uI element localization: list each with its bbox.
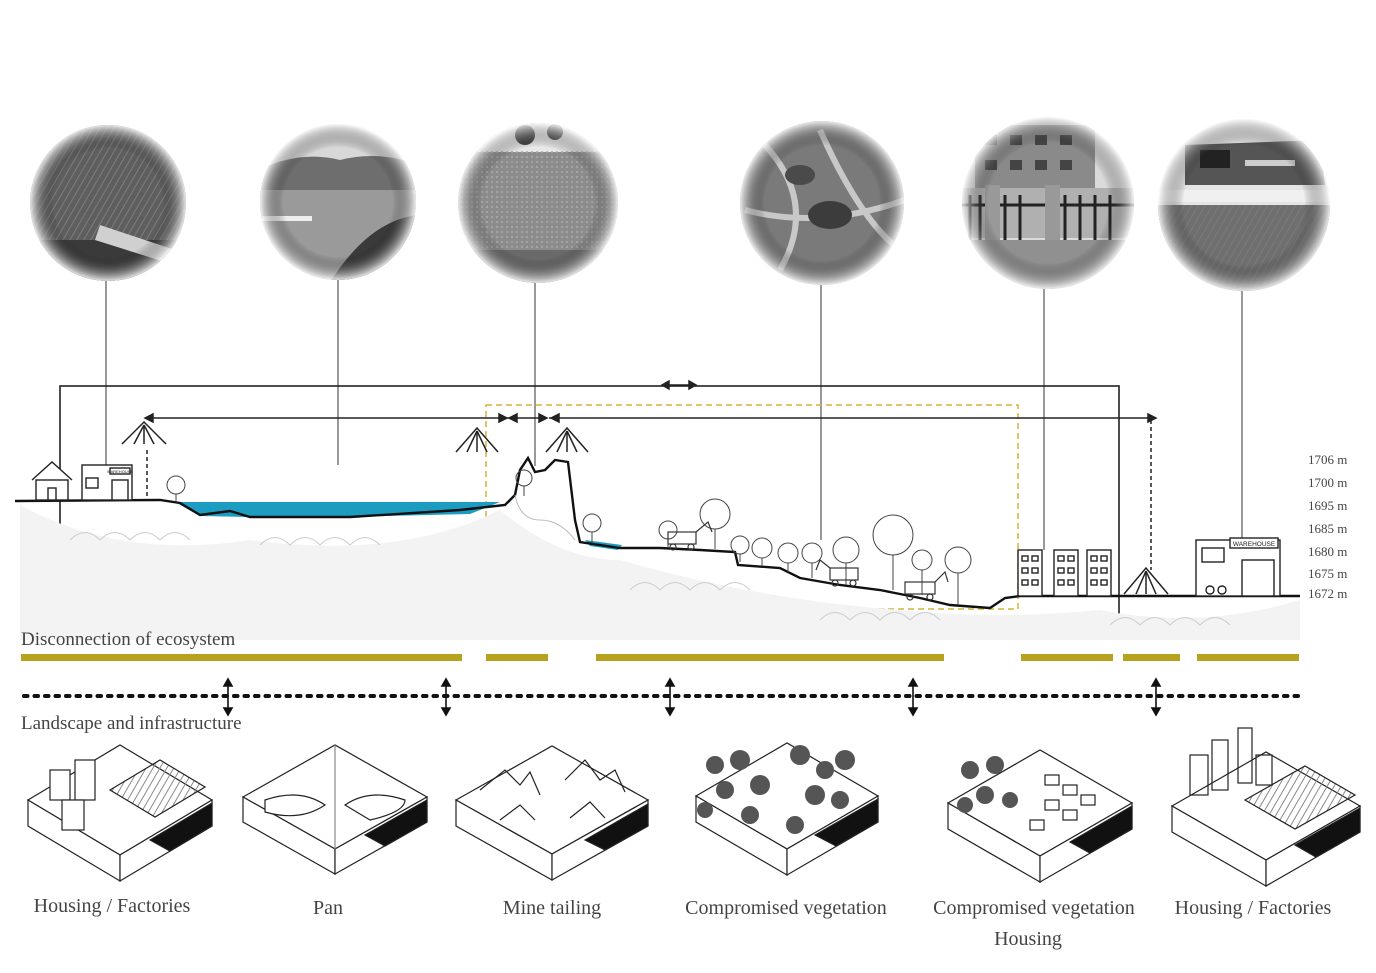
caption-housing: Housing (960, 928, 1096, 951)
photo-warehouse (1158, 119, 1330, 295)
apartment-block-icon (1018, 550, 1042, 596)
caption-housing-factories: Housing / Factories (20, 895, 204, 918)
tree-icon (752, 538, 772, 566)
warehouse-sign-left: WAREHOUSE (107, 469, 133, 474)
iso-block-compromised-vegetation (696, 743, 878, 875)
iso-block-mine-tailing (456, 746, 648, 880)
caption-mine-tailing: Mine tailing (480, 897, 624, 920)
iso-block-pan (243, 745, 427, 874)
section-title-landscape: Landscape and infrastructure (21, 713, 242, 735)
elevation-label: 1672 m (1308, 586, 1347, 602)
photo-aerial-mine (738, 120, 906, 288)
iso-block-vegetation-housing (948, 750, 1132, 882)
road-icon-4 (1124, 568, 1168, 594)
elevation-label: 1675 m (1308, 566, 1347, 582)
road-icon-1 (122, 422, 166, 444)
iso-block-housing-factories-2 (1172, 728, 1360, 886)
road-icon-3 (546, 428, 588, 452)
tree-icon (912, 550, 932, 595)
warehouse-sign-right: WAREHOUSE (1233, 541, 1276, 548)
tree-icon (167, 476, 185, 501)
caption-pan: Pan (290, 897, 366, 920)
tree-icon (802, 543, 822, 578)
elevation-label: 1706 m (1308, 452, 1347, 468)
tree-icon (873, 515, 913, 590)
terrain-section (15, 458, 1300, 640)
tree-icon (833, 537, 859, 585)
tree-icon (700, 499, 730, 549)
disconnection-bars (21, 654, 1299, 661)
caption-compromised-vegetation-2: Compromised vegetation (920, 897, 1148, 920)
tree-icon (731, 536, 749, 562)
road-icon-2 (456, 428, 498, 452)
photo-apartment-building (962, 117, 1134, 290)
caption-compromised-vegetation: Compromised vegetation (672, 897, 900, 920)
iso-block-housing-factories (28, 745, 212, 881)
caption-housing-factories-2: Housing / Factories (1160, 897, 1346, 920)
span-arrows (145, 381, 1156, 570)
photo-pan-lake (258, 122, 418, 285)
photo-mine-tailing-slope (456, 122, 620, 290)
tree-icon (945, 547, 971, 605)
apartment-block-icon (1054, 550, 1078, 596)
photo-aerial-city (28, 123, 190, 285)
elevation-label: 1695 m (1308, 498, 1347, 514)
house-icon (32, 462, 72, 500)
elevation-label: 1700 m (1308, 475, 1347, 491)
apartment-block-icon (1087, 550, 1111, 596)
tree-icon (583, 514, 601, 543)
elevation-label: 1685 m (1308, 521, 1347, 537)
elevation-label: 1680 m (1308, 544, 1347, 560)
section-title-disconnection: Disconnection of ecosystem (21, 629, 235, 651)
